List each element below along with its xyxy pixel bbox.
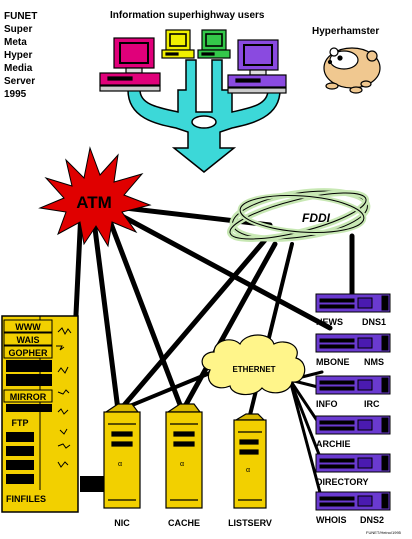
hamster-icon [323,47,381,94]
rack-server-archie [315,415,391,435]
user-workstation-purple [227,39,287,94]
caption-block: FUNET Super Meta Hyper Media Server 1995 [4,11,37,100]
rack-server-info [315,375,391,395]
server-label-nic: NIC [114,518,130,528]
rack-label-news: NEWS [316,317,343,327]
caption-line: Meta [4,37,27,48]
cabinet-label-ftp: FTP [12,418,29,428]
rack-server-whois [315,491,391,511]
caption-line: Hyper [4,50,32,61]
rack-label-dns2: DNS2 [360,515,384,525]
cabinet-label-www: WWW [15,322,41,332]
rack-server-directory [315,453,391,473]
caption-line: Super [4,24,32,35]
server-tower-cache: α [165,403,203,509]
svg-text:α: α [118,461,122,468]
server-tower-nic: α [103,403,141,509]
atm-label: ATM [76,193,112,212]
server-tower-listserv: α [233,413,267,509]
rack-label-archie: ARCHIE [316,439,351,449]
cabinet-scribbles [56,327,72,468]
svg-text:α: α [180,461,184,468]
fddi-ring: FDDI [226,188,371,242]
rack-server-news [315,293,391,313]
cabinet-label-finfiles: FINFILES [6,494,46,504]
user-workstation-green [197,29,231,59]
server-label-listserv: LISTSERV [228,518,272,528]
caption-line: FUNET [4,11,37,22]
caption-line: 1995 [4,89,27,100]
rack-label-mbone: MBONE [316,357,350,367]
cabinet-label-mirror: MIRROR [10,392,47,402]
rack-label-directory: DIRECTORY [316,477,369,487]
users-title: Information superhighway users [110,10,265,21]
hyperhamster-label: Hyperhamster [312,26,379,37]
atm-switch: ATM [38,146,152,248]
caption-line: Server [4,76,35,87]
user-workstation-magenta [99,37,161,92]
svg-text:α: α [246,467,250,474]
caption-line: Media [4,63,33,74]
cabinet-label-gopher: GOPHER [8,348,48,358]
rack-label-nms: NMS [364,357,384,367]
server-label-cache: CACHE [168,518,200,528]
credit-text: FUNET/Heino/1995 [366,530,402,535]
ethernet-label: ETHERNET [232,365,275,374]
rack-label-whois: WHOIS [316,515,347,525]
rack-server-mbone [315,333,391,353]
ethernet-cloud: ETHERNET [201,334,306,396]
service-cabinet: WWW WAIS GOPHER MIRROR FTP FINFILES [1,315,79,513]
rack-label-info: INFO [316,399,338,409]
fddi-label: FDDI [302,211,331,225]
rack-label-dns1: DNS1 [362,317,386,327]
rack-label-irc: IRC [364,399,380,409]
user-workstation-yellow [161,29,195,59]
cabinet-label-wais: WAIS [16,335,39,345]
